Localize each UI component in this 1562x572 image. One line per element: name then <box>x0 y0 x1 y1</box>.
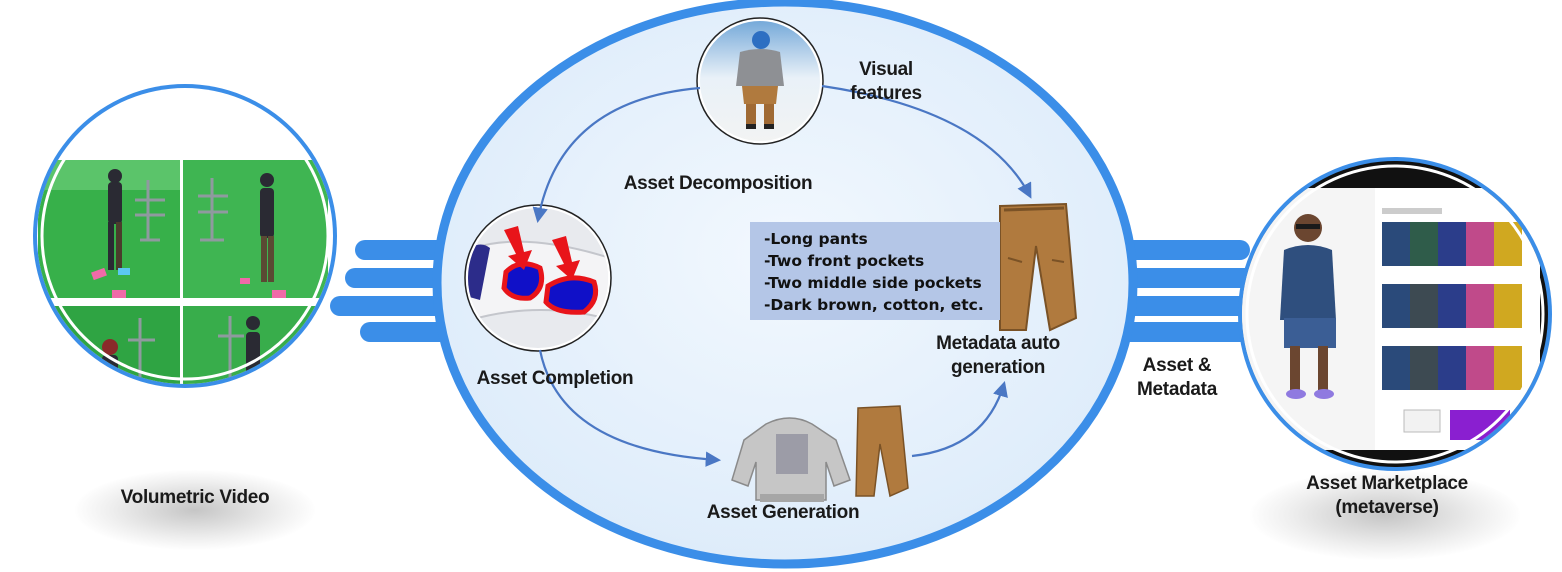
metadata-box: -Long pants -Two front pockets -Two midd… <box>750 222 1000 320</box>
asset-generation-label: Asset Generation <box>706 502 860 523</box>
marketplace-circle <box>1238 157 1552 471</box>
sweatshirt-icon <box>731 417 851 502</box>
visual-features-line2: features <box>850 83 922 104</box>
marketplace-line2: (metaverse) <box>1335 497 1439 518</box>
visual-features-line1: Visual <box>859 59 913 80</box>
metadata-line: -Dark brown, cotton, etc. <box>764 296 984 314</box>
metadata-line: -Two middle side pockets <box>764 274 982 292</box>
marketplace-shadow <box>1250 470 1520 560</box>
asset-metadata-line1: Asset & <box>1142 355 1212 376</box>
metadata-line2: generation <box>950 357 1046 378</box>
visual-features-label: Visual features <box>836 58 936 106</box>
metadata-generation-label: Metadata auto generation <box>918 332 1078 380</box>
arrow-icon <box>504 226 580 280</box>
volumetric-shadow <box>75 470 315 550</box>
metadata-line: -Two front pockets <box>764 252 925 270</box>
volumetric-video-label: Volumetric Video <box>120 487 270 508</box>
asset-decomposition-label: Asset Decomposition <box>623 173 813 194</box>
right-connector-bars <box>1110 240 1260 342</box>
marketplace-line1: Asset Marketplace <box>1306 473 1468 494</box>
pants-icon <box>999 202 1078 332</box>
metadata-line: -Long pants <box>764 230 868 248</box>
asset-completion-label: Asset Completion <box>476 368 634 389</box>
avatar-icon <box>1280 214 1336 399</box>
asset-metadata-label: Asset & Metadata <box>1118 354 1236 402</box>
asset-metadata-line2: Metadata <box>1137 379 1217 400</box>
pants-icon <box>855 405 909 498</box>
asset-completion-photo <box>464 204 612 352</box>
marketplace-label: Asset Marketplace (metaverse) <box>1272 472 1502 520</box>
volumetric-video-circle <box>33 84 337 388</box>
metadata-line1: Metadata auto <box>936 333 1060 354</box>
visual-features-photo <box>696 17 824 145</box>
cycle-arrows <box>532 84 1032 467</box>
